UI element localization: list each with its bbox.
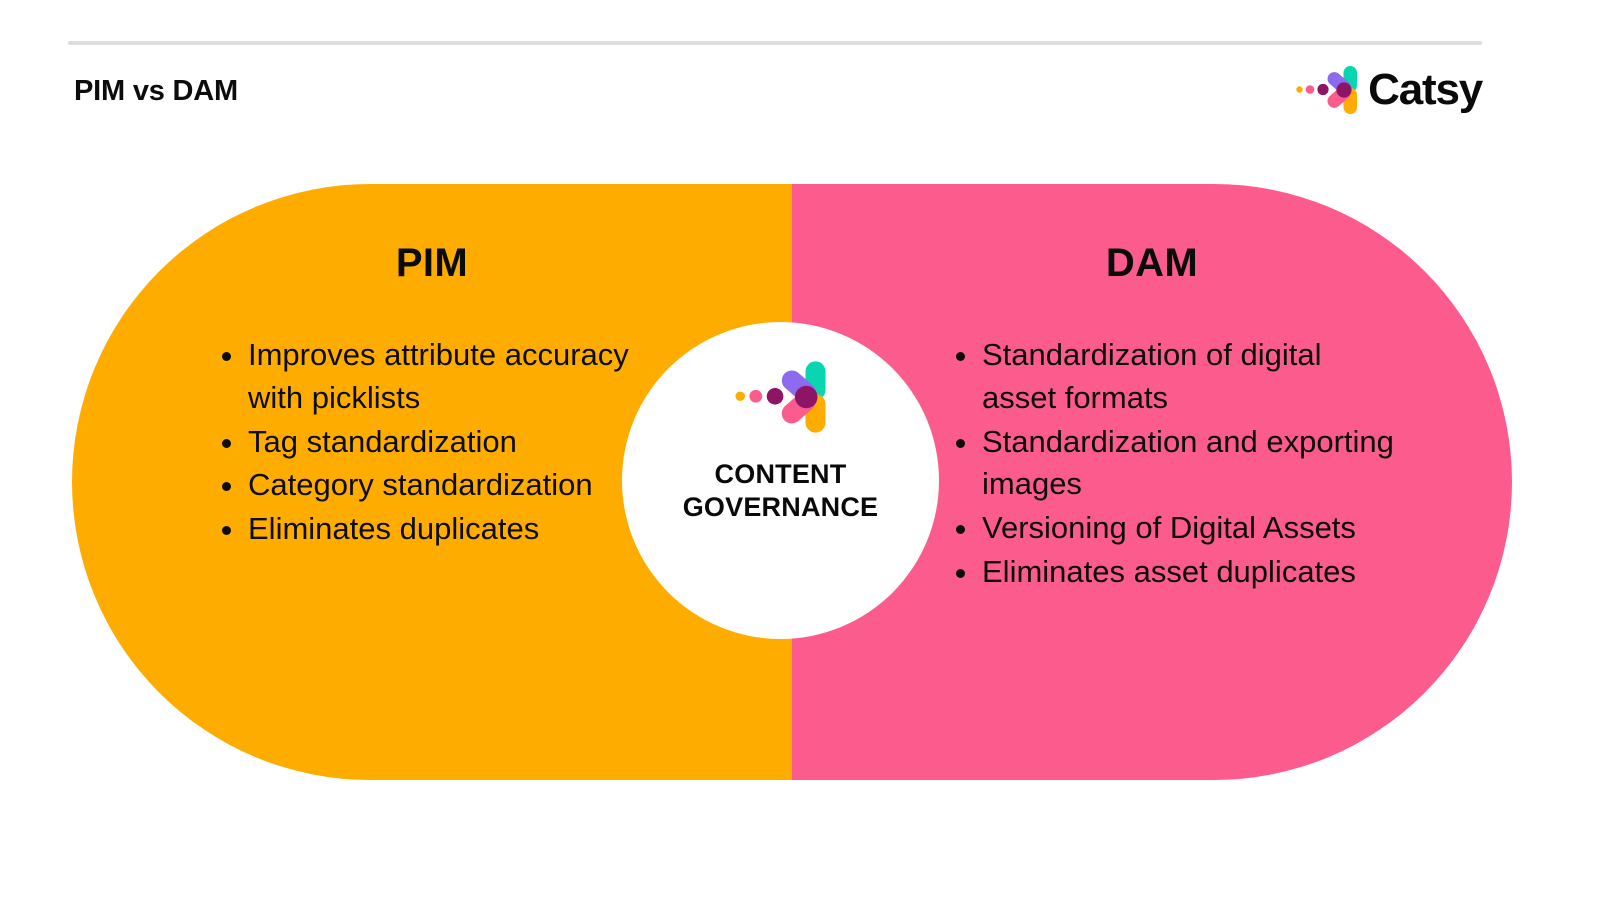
- list-item: Eliminates asset duplicates: [956, 551, 1402, 594]
- pim-benefit-list: Improves attribute accuracy with picklis…: [220, 334, 648, 552]
- pim-heading: PIM: [395, 241, 469, 285]
- catsy-logo-icon: [1296, 64, 1358, 116]
- dam-heading: DAM: [1105, 241, 1199, 285]
- brand-logo[interactable]: Catsy: [1296, 62, 1483, 118]
- content-governance-badge: CONTENT GOVERNANCE: [622, 322, 939, 639]
- catsy-logo-icon: [734, 358, 827, 436]
- list-item: Improves attribute accuracy with picklis…: [222, 334, 648, 420]
- dam-benefit-list: Standardization of digital asset formats…: [954, 334, 1402, 595]
- list-item: Category standardization: [222, 464, 648, 507]
- list-item: Eliminates duplicates: [222, 508, 648, 551]
- header-divider: [68, 41, 1482, 45]
- list-item: Standardization and exporting images: [956, 421, 1402, 507]
- list-item: Versioning of Digital Assets: [956, 507, 1402, 550]
- comparison-pill: PIM Improves attribute accuracy with pic…: [72, 184, 1512, 780]
- brand-wordmark: Catsy: [1368, 65, 1483, 114]
- list-item: Standardization of digital asset formats: [956, 334, 1402, 420]
- list-item: Tag standardization: [222, 421, 648, 464]
- page-title: PIM vs DAM: [74, 75, 238, 107]
- content-governance-label: CONTENT GOVERNANCE: [682, 459, 879, 522]
